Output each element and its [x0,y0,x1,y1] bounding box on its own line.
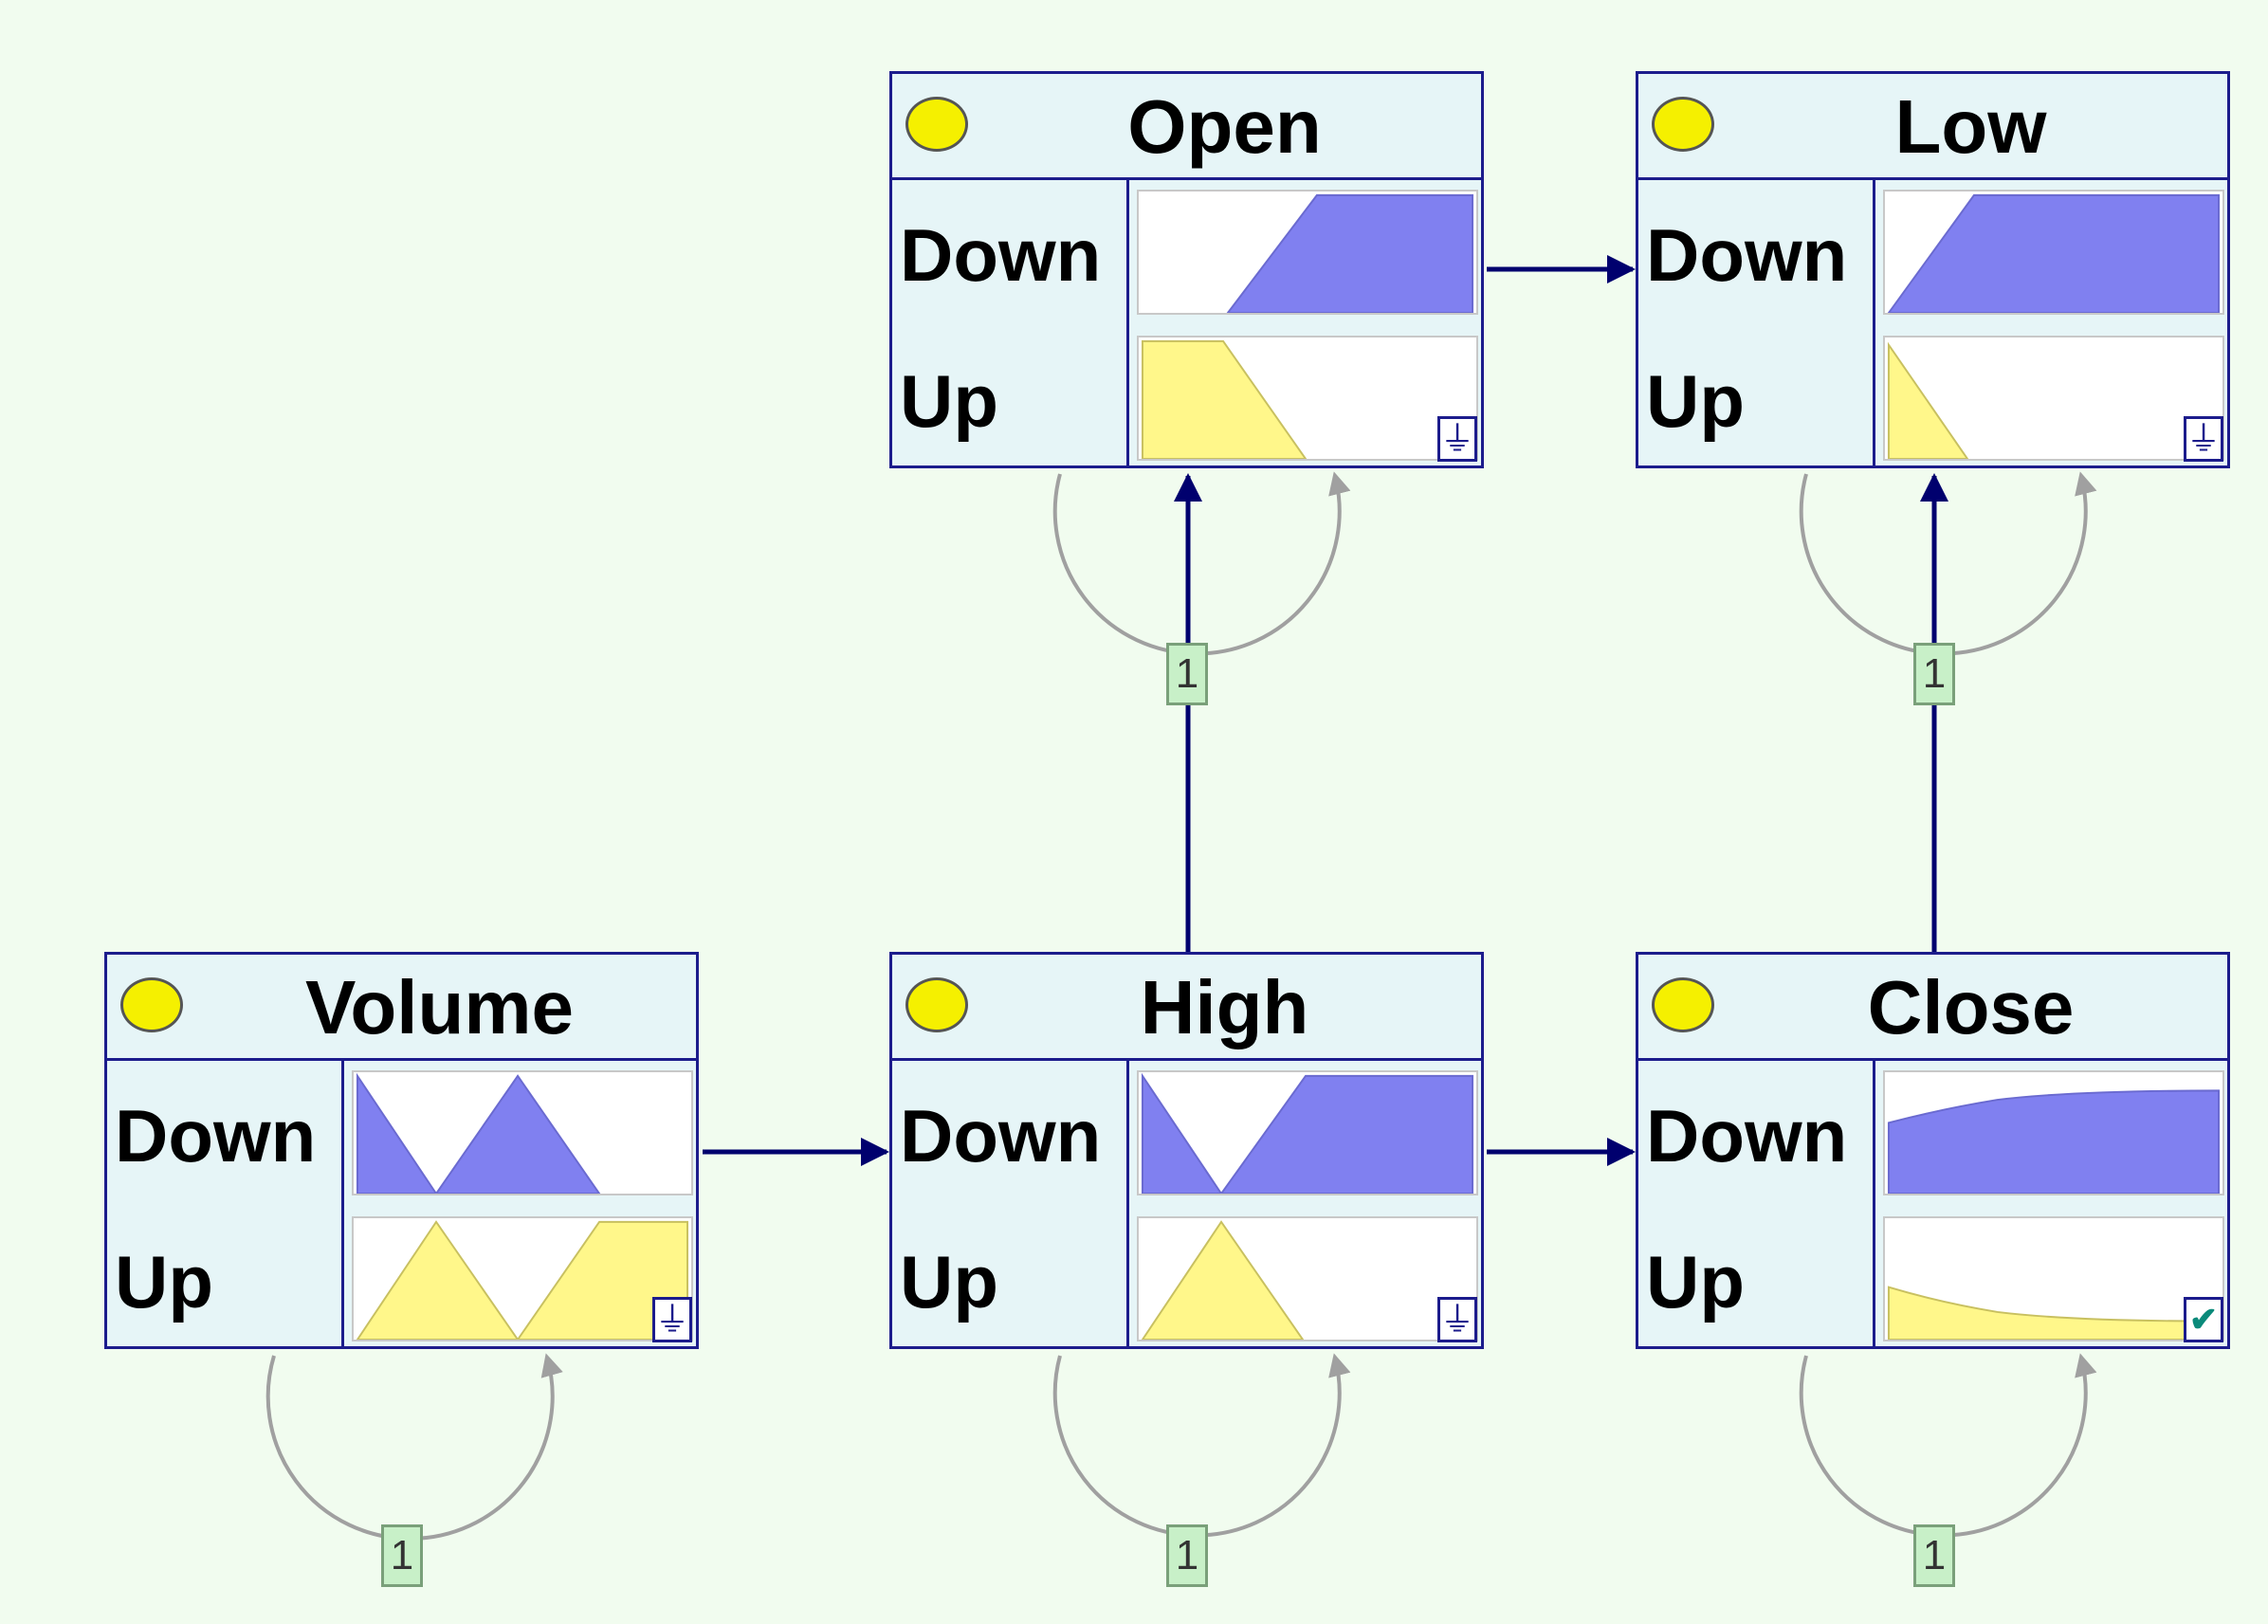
loop-arrow-open [1052,471,1351,656]
state-column: Down Up [1638,1061,1875,1346]
membership-plot-down [352,1070,693,1195]
membership-plot-up [1883,336,2224,461]
state-label-up: Up [115,1240,213,1323]
state-label-down: Down [1646,213,1848,297]
status-dot-icon [905,97,968,152]
state-column: Down Up [107,1061,344,1346]
status-dot-icon [1652,977,1714,1032]
state-label-down: Down [1646,1094,1848,1177]
state-label-down: Down [115,1094,317,1177]
node-high[interactable]: High Down Up ⏚ [889,952,1484,1349]
ground-icon[interactable]: ⏚ [652,1297,692,1342]
membership-plot-up [352,1216,693,1341]
membership-plot-up [1883,1216,2224,1341]
state-label-down: Down [900,1094,1102,1177]
loop-arrow-low [1799,471,2097,656]
node-title: Close [1867,965,2075,1049]
loop-label-volume[interactable]: 1 [381,1524,423,1587]
node-title: Low [1894,84,2047,169]
membership-plot-up [1137,1216,1478,1341]
node-title: High [1140,965,1309,1049]
status-dot-icon [120,977,183,1032]
membership-plot-up [1137,336,1478,461]
loop-label-low[interactable]: 1 [1913,643,1955,705]
state-column: Down Up [892,1061,1129,1346]
status-dot-icon [905,977,968,1032]
node-volume[interactable]: Volume Down Up ⏚ [104,952,699,1349]
loop-label-open[interactable]: 1 [1166,643,1208,705]
node-header: Close [1638,955,2227,1061]
membership-plot-down [1883,1070,2224,1195]
ground-icon[interactable]: ⏚ [2184,416,2223,462]
loop-arrow-volume [265,1353,563,1541]
state-label-up: Up [900,1240,998,1323]
state-label-down: Down [900,213,1102,297]
node-close[interactable]: Close Down Up ✔ [1636,952,2230,1349]
membership-plot-down [1137,1070,1478,1195]
state-label-up: Up [1646,1240,1745,1323]
loop-arrow-high [1052,1353,1351,1538]
loop-label-high[interactable]: 1 [1166,1524,1208,1587]
membership-plot-down [1883,190,2224,315]
node-header: Open [892,74,1481,180]
node-low[interactable]: Low Down Up ⏚ [1636,71,2230,468]
node-open[interactable]: Open Down Up ⏚ [889,71,1484,468]
membership-plot-down [1137,190,1478,315]
node-title: Open [1127,84,1322,169]
state-column: Down Up [1638,180,1875,465]
ground-icon[interactable]: ⏚ [1437,416,1477,462]
check-icon[interactable]: ✔ [2184,1297,2223,1342]
state-column: Down Up [892,180,1129,465]
loop-arrow-close [1799,1353,2097,1538]
node-title: Volume [304,965,574,1049]
state-label-up: Up [900,359,998,443]
node-header: Low [1638,74,2227,180]
ground-icon[interactable]: ⏚ [1437,1297,1477,1342]
loop-label-close[interactable]: 1 [1913,1524,1955,1587]
node-header: High [892,955,1481,1061]
status-dot-icon [1652,97,1714,152]
state-label-up: Up [1646,359,1745,443]
node-header: Volume [107,955,696,1061]
